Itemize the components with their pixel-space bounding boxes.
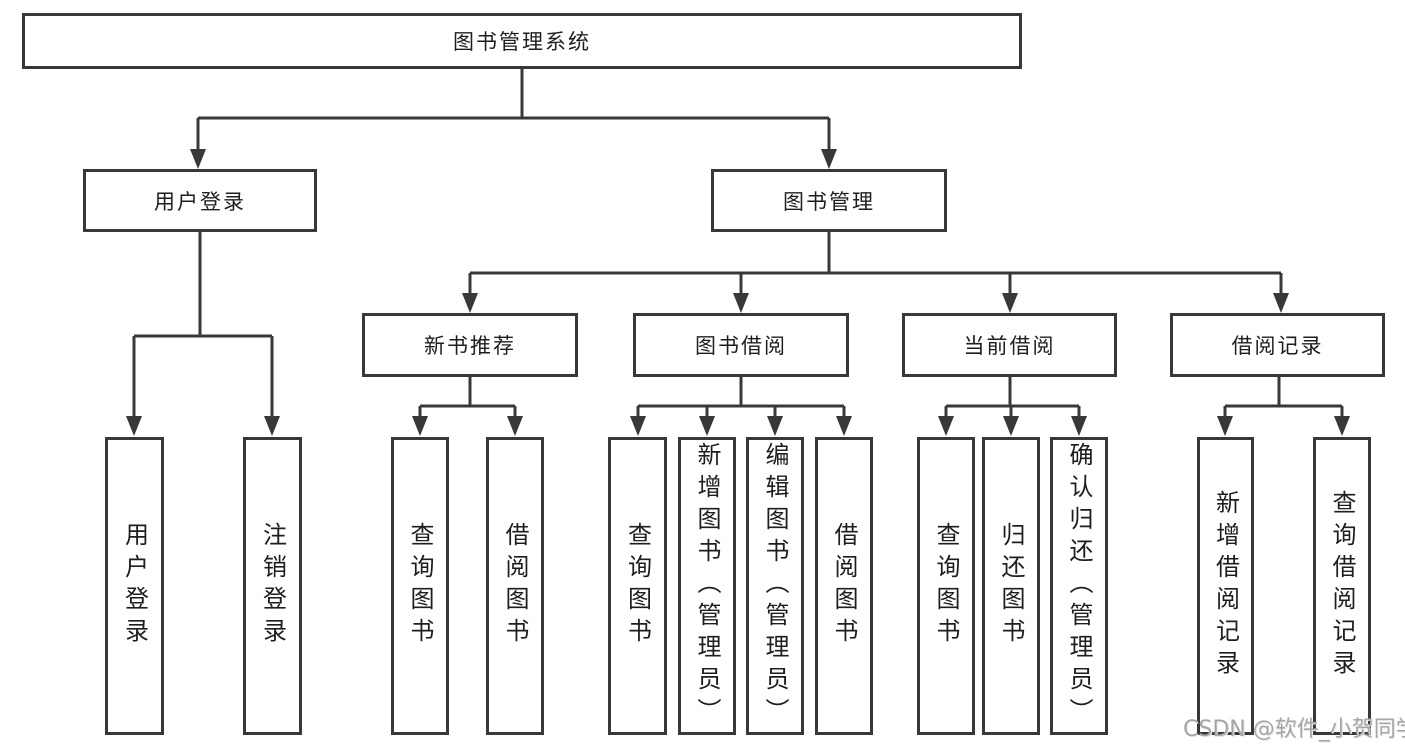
node-current-borrow: 当前借阅	[902, 313, 1117, 377]
node-label: 借阅记录	[1231, 334, 1324, 358]
leaf-br-query-record: 查询借阅记录	[1313, 437, 1371, 735]
node-label: 图书管理系统	[453, 30, 591, 54]
arrow-down-icon	[699, 416, 715, 436]
arrow-down-icon	[1002, 293, 1018, 313]
node-label: 当前借阅	[963, 334, 1056, 358]
arrow-down-icon	[836, 416, 852, 436]
leaf-label: 借阅图书	[501, 522, 529, 650]
leaf-label: 新增借阅记录	[1211, 490, 1240, 682]
csdn-watermark: CSDN @软件_小贺同学	[1183, 717, 1405, 742]
leaf-label: 确认归还（管理员）	[1065, 442, 1093, 730]
leaf-label: 编辑图书（管理员）	[761, 442, 789, 730]
arrow-down-icon	[1273, 293, 1289, 313]
node-label: 新书推荐	[424, 334, 516, 358]
arrow-down-icon	[1071, 416, 1087, 436]
leaf-cb-return-books: 归还图书	[982, 437, 1040, 735]
arrow-down-icon	[767, 416, 783, 436]
leaf-cb-confirm-return-admin: 确认归还（管理员）	[1050, 437, 1108, 735]
node-library-system: 图书管理系统	[22, 13, 1022, 69]
arrow-down-icon	[190, 149, 206, 169]
leaf-label: 新增图书（管理员）	[693, 442, 721, 730]
node-user-login: 用户登录	[83, 169, 317, 232]
leaf-label: 归还图书	[997, 522, 1025, 650]
leaf-label: 查询图书	[932, 522, 960, 650]
node-book-borrow: 图书借阅	[633, 313, 849, 377]
arrow-down-icon	[264, 416, 280, 436]
leaf-label: 查询图书	[623, 522, 652, 650]
arrow-down-icon	[938, 416, 954, 436]
leaf-label: 查询图书	[406, 522, 434, 650]
arrowheads	[126, 149, 1350, 436]
leaf-cb-query-books: 查询图书	[917, 437, 975, 735]
leaf-bb-query-books: 查询图书	[608, 437, 667, 735]
leaf-label: 借阅图书	[830, 522, 858, 650]
arrow-down-icon	[1334, 416, 1350, 436]
leaf-nb-query-books: 查询图书	[391, 437, 449, 735]
leaf-label: 查询借阅记录	[1328, 490, 1356, 682]
leaf-bb-add-books-admin: 新增图书（管理员）	[678, 437, 736, 735]
arrow-down-icon	[630, 416, 646, 436]
arrow-down-icon	[733, 293, 749, 313]
node-label: 图书管理	[783, 189, 875, 214]
arrow-down-icon	[1217, 416, 1233, 436]
node-label: 用户登录	[154, 189, 246, 214]
leaf-label: 注销登录	[258, 522, 287, 650]
arrow-down-icon	[126, 416, 142, 436]
arrow-down-icon	[507, 416, 523, 436]
leaf-user-login: 用户登录	[105, 437, 164, 735]
leaf-nb-borrow-books: 借阅图书	[486, 437, 544, 735]
arrow-down-icon	[1003, 416, 1019, 436]
leaf-logout: 注销登录	[243, 437, 302, 735]
node-new-book-recommend: 新书推荐	[362, 313, 578, 377]
leaf-label: 用户登录	[120, 522, 149, 650]
leaf-br-add-record: 新增借阅记录	[1197, 437, 1254, 735]
arrow-down-icon	[462, 293, 478, 313]
node-borrow-records: 借阅记录	[1170, 313, 1385, 377]
node-label: 图书借阅	[695, 334, 787, 358]
arrow-down-icon	[821, 149, 837, 169]
arrow-down-icon	[412, 416, 428, 436]
node-book-management: 图书管理	[711, 169, 947, 232]
leaf-bb-edit-books-admin: 编辑图书（管理员）	[746, 437, 804, 735]
connector-lines	[132, 68, 1344, 418]
leaf-bb-borrow-books: 借阅图书	[815, 437, 873, 735]
